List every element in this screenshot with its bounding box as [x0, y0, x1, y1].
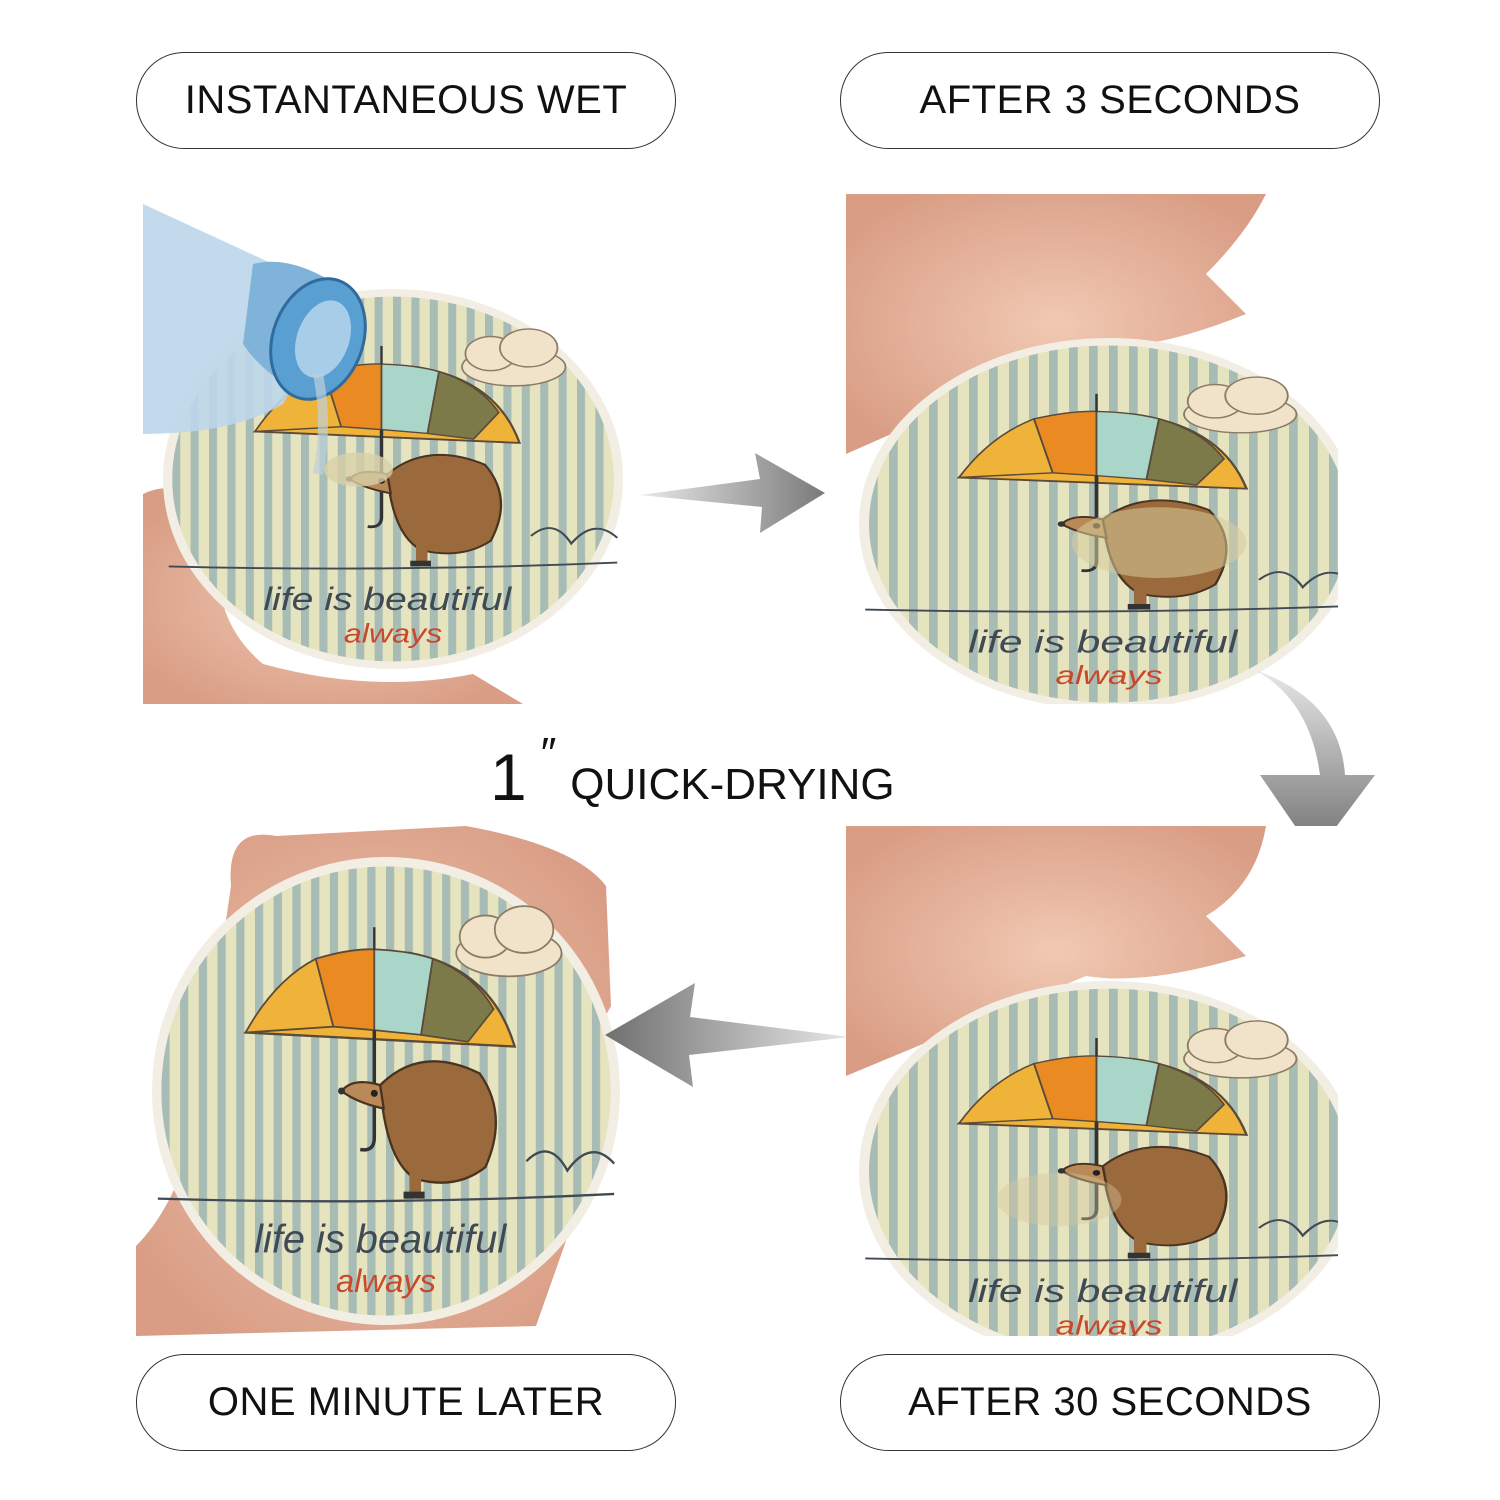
arrow-left-icon [605, 983, 850, 1087]
coaster-wet-image [143, 194, 635, 704]
photo-after-3-seconds [846, 194, 1338, 704]
coaster-icon [150, 855, 622, 1327]
photo-after-30-seconds [846, 826, 1338, 1336]
quick-drying-text: QUICK-DRYING [570, 760, 895, 809]
hand-icon [143, 488, 523, 704]
coaster-icon [857, 979, 1338, 1336]
label-instantaneous-wet: INSTANTANEOUS WET [136, 52, 676, 149]
label-one-minute-later: ONE MINUTE LATER [136, 1354, 676, 1451]
label-after-3-seconds: AFTER 3 SECONDS [840, 52, 1380, 149]
quick-drying-number: 1 [490, 740, 527, 814]
water-bottle-icon [143, 204, 367, 475]
label-text: ONE MINUTE LATER [207, 1380, 605, 1424]
coaster-icon [161, 287, 625, 671]
label-text: AFTER 3 SECONDS [919, 78, 1301, 122]
arrow-right-icon [640, 453, 825, 533]
label-text: INSTANTANEOUS WET [184, 78, 628, 122]
quick-drying-mark: ″ [540, 729, 557, 778]
arrow-down-icon [1255, 670, 1375, 855]
label-after-30-seconds: AFTER 30 SECONDS [840, 1354, 1380, 1451]
quick-drying-caption: 1 ″ QUICK-DRYING [490, 729, 895, 814]
coaster-icon [857, 336, 1338, 704]
photo-instantaneous-wet [143, 194, 635, 704]
photo-one-minute-later [136, 826, 628, 1336]
label-text: AFTER 30 SECONDS [908, 1380, 1312, 1424]
hand-icon [846, 826, 1266, 1076]
